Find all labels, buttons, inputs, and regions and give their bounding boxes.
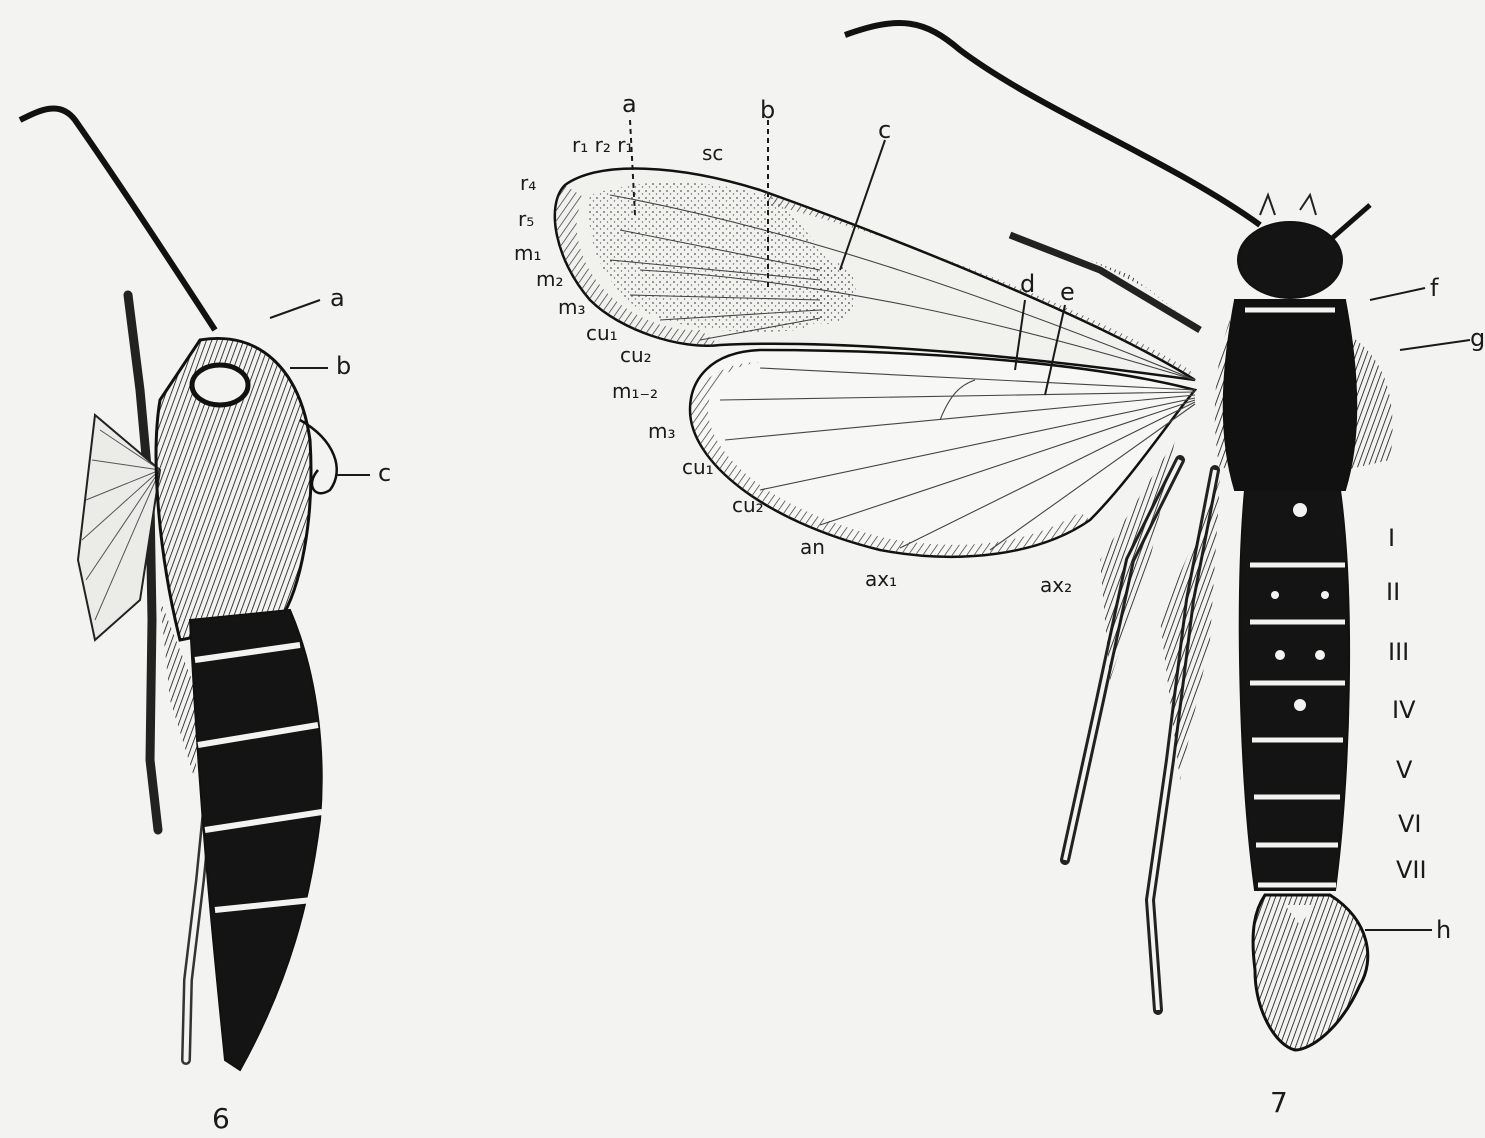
label-cu2: cu₂ [620,343,652,367]
thorax-dorsal [1224,300,1357,490]
label-r4: r₄ [520,171,536,195]
label-h: h [1436,916,1451,944]
label-f: f [1430,274,1439,302]
label-cu2-hind: cu₂ [732,493,764,517]
segment-label: VI [1398,810,1422,838]
antenna-curl [20,108,215,330]
label-c-fig7: c [878,116,891,144]
head [1238,222,1342,298]
label-m3: m₃ [558,295,586,319]
label-ax1: ax₁ [865,567,897,591]
segment-label: I [1388,524,1395,552]
antenna-long [845,23,1260,225]
label-a-fig7: a [622,90,637,118]
hindwing [690,350,1195,557]
label-m1: m₁ [514,241,542,265]
figure-number-6: 6 [212,1102,230,1135]
abdomen-dorsal [1240,490,1349,890]
segment-label: II [1386,578,1400,606]
label-b-fig7: b [760,96,775,124]
label-m2: m₂ [536,267,564,291]
label-c-fig6: c [378,459,391,487]
abdomen-side [190,610,322,1070]
anal-tuft [1253,895,1368,1050]
label-r5: r₅ [518,207,534,231]
moth-side-view: a b c 6 [20,108,391,1135]
label-d-fig7: d [1020,270,1035,298]
segment-label: III [1388,638,1409,666]
label-cu1-hind: cu₁ [682,455,714,479]
label-cu1: cu₁ [586,321,618,345]
segment-label: IV [1392,696,1416,724]
label-r123: r₁ r₂ r₁ [572,133,633,157]
label-sc: sc [702,141,723,165]
label-e-fig7: e [1060,278,1075,306]
label-ax2: ax₂ [1040,573,1072,597]
antenna-short [1330,205,1370,240]
label-g: g [1470,324,1485,352]
label-an: an [800,535,825,559]
segment-label: V [1396,756,1413,784]
segment-label: VII [1396,856,1427,884]
label-m3-hind: m₃ [648,419,676,443]
label-m12: m₁₋₂ [612,379,658,403]
eye [192,365,248,405]
moth-dorsal-view: a b c d e r₁ r₂ r₁ sc r₄ r₅ m₁ m₂ m₃ cu₁… [514,23,1485,1119]
figure-number-7: 7 [1270,1086,1288,1119]
label-a-fig6: a [330,284,345,312]
label-b-fig6: b [336,352,351,380]
